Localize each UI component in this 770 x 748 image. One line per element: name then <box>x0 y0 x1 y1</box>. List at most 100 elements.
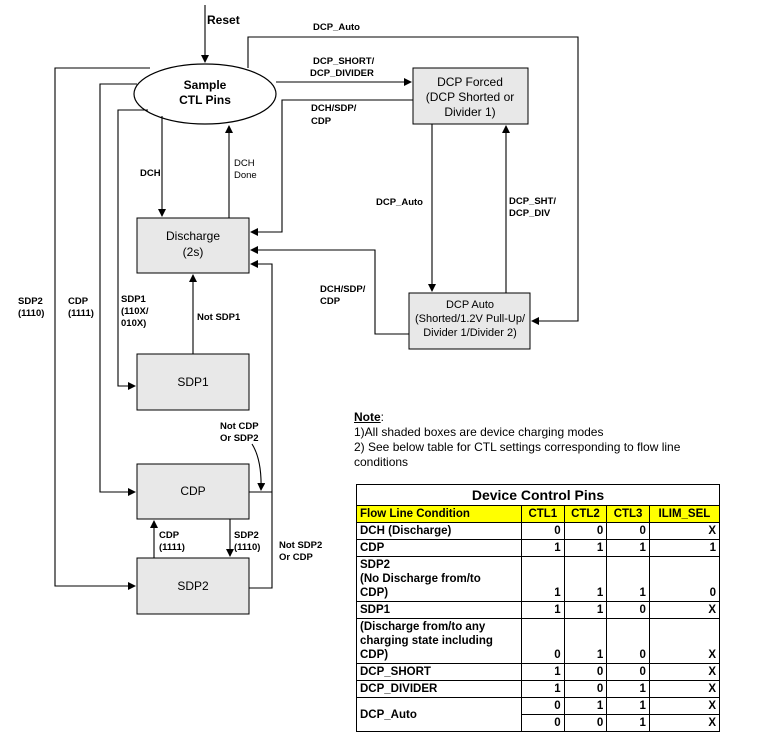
cell-ctl2: 1 <box>563 697 608 715</box>
table-row-sdp1-b: (Discharge from/to any charging state in… <box>356 618 721 664</box>
sdp2-label-3: CDP) <box>360 587 389 599</box>
edge-not-sdp2 <box>249 260 273 589</box>
label-dcp-short-1: DCP_SHORT/ <box>313 56 375 67</box>
cell-label: DCH (Discharge) <box>356 522 522 540</box>
sdp1-label: SDP1 <box>177 375 209 389</box>
cell-label: DCP_Auto <box>356 697 522 732</box>
label-dch-sdp-cdp-1: DCH/SDP/ <box>311 103 357 114</box>
label-not-sdp2-2: Or CDP <box>279 552 313 563</box>
label-sdp2-left-1: SDP2 <box>18 296 43 307</box>
sdp2-label-1: SDP2 <box>360 559 391 571</box>
edge-sdp1-left <box>117 109 148 390</box>
label-dch-sdp-cdp2-1: DCH/SDP/ <box>320 284 366 295</box>
dcp-forced-line1: DCP Forced <box>437 75 503 89</box>
cell-ctl3: 1 <box>606 539 650 557</box>
label-dcp-sht-1: DCP_SHT/ <box>509 196 556 207</box>
cell-ctl2: 1 <box>563 601 608 619</box>
cell-ctl2: 1 <box>563 539 608 557</box>
cell-label: SDP2 (No Discharge from/to CDP) <box>356 556 522 602</box>
table-row-sdp1-a: SDP1 1 1 0 X <box>356 601 721 619</box>
sample-ctl-pins-node <box>133 63 277 125</box>
label-not-cdp-1: Not CDP <box>220 421 259 432</box>
sdp2-label: SDP2 <box>177 579 209 593</box>
cell-ctl3: 1 <box>606 680 650 698</box>
label-sdp1-left-3: 010X) <box>121 318 146 329</box>
label-sdp1-left-2: (110X/ <box>121 306 149 317</box>
label-reset: Reset <box>207 13 240 27</box>
device-control-pins-table: Device Control Pins Flow Line Condition … <box>356 484 721 732</box>
cell-ctl3: 1 <box>606 714 650 732</box>
label-sdp2-left-2: (1110) <box>18 308 44 319</box>
label-dcp-auto-top: DCP_Auto <box>313 22 360 33</box>
cell-ctl1: 1 <box>521 601 565 619</box>
edge-dcp-forced-to-discharge <box>250 99 413 236</box>
table-row-dcp-short: DCP_SHORT 1 0 0 X <box>356 663 721 681</box>
cell-ilim: 1 <box>648 539 721 557</box>
label-dch-done-2: Done <box>234 170 257 181</box>
label-sdp2-down-1: SDP2 <box>234 530 259 541</box>
cell-ctl1: 0 <box>521 697 565 715</box>
edge-cdp-left <box>99 83 137 496</box>
header-ilim-sel: ILIM_SEL <box>648 505 721 523</box>
sdp1-label-4: CDP) <box>360 649 389 661</box>
header-ctl1: CTL1 <box>521 505 565 523</box>
cell-ctl1: 1 <box>521 539 565 557</box>
dcp-auto-node <box>408 292 531 350</box>
dcp-forced-node <box>412 67 529 125</box>
cell-ctl1: 1 <box>521 556 565 602</box>
header-ctl3: CTL3 <box>606 505 650 523</box>
table-row-dcp-auto-b: 0 0 1 X <box>357 714 721 732</box>
cell-ctl1: 0 <box>521 618 565 664</box>
cell-ctl1: 1 <box>521 663 565 681</box>
cell-ctl1: 1 <box>521 680 565 698</box>
table-title: Device Control Pins <box>356 484 720 506</box>
discharge-node <box>136 217 250 274</box>
cell-label: DCP_SHORT <box>356 663 522 681</box>
cell-ctl1: 0 <box>521 714 565 732</box>
note-line2: 2) See below table for CTL settings corr… <box>354 440 681 469</box>
label-dcp-sht-2: DCP_DIV <box>509 208 551 219</box>
label-not-sdp1: Not SDP1 <box>197 312 241 323</box>
edge-dcp-auto-to-discharge <box>250 246 409 335</box>
label-dch-sdp-cdp2-2: CDP <box>320 296 341 307</box>
table-row-dcp-auto-a: DCP_Auto 0 1 1 X <box>356 697 721 732</box>
label-sdp2-down-2: (1110) <box>234 542 260 553</box>
note-block: Note: 1)All shaded boxes are device char… <box>354 410 681 469</box>
cell-ilim: X <box>648 618 721 664</box>
table-row-sdp2: SDP2 (No Discharge from/to CDP) 1 1 1 0 <box>356 556 721 602</box>
dcp-forced-line2: (DCP Shorted or <box>426 90 514 104</box>
cell-ilim: X <box>648 663 721 681</box>
sdp1-label-2: (Discharge from/to any <box>360 621 486 633</box>
cell-label: (Discharge from/to any charging state in… <box>356 618 522 664</box>
dcp-auto-line2: (Shorted/1.2V Pull-Up/ <box>415 313 526 325</box>
cell-ilim: 0 <box>648 556 721 602</box>
cell-ctl2: 0 <box>563 680 608 698</box>
cell-ctl3: 1 <box>606 556 650 602</box>
cell-ilim: X <box>648 714 721 732</box>
label-cdp-up-2: (1111) <box>159 542 185 553</box>
label-not-sdp2-1: Not SDP2 <box>279 540 322 551</box>
header-ctl2: CTL2 <box>563 505 608 523</box>
note-title: Note <box>354 410 381 424</box>
edge-dcp-auto-top <box>247 36 579 325</box>
cell-ctl2: 1 <box>563 556 608 602</box>
label-dch: DCH <box>140 168 161 179</box>
table-header-row: Flow Line Condition CTL1 CTL2 CTL3 ILIM_… <box>356 505 721 523</box>
cell-ilim: X <box>648 522 721 540</box>
dcp-auto-line3: Divider 1/Divider 2) <box>423 327 517 339</box>
cell-label: SDP1 <box>356 601 522 619</box>
cell-ctl2: 1 <box>563 618 608 664</box>
discharge-line2: (2s) <box>183 245 204 259</box>
cell-ctl3: 0 <box>606 601 650 619</box>
label-cdp-left-1: CDP <box>68 296 89 307</box>
cell-ctl3: 0 <box>606 618 650 664</box>
cell-label: CDP <box>356 539 522 557</box>
cell-ctl3: 0 <box>606 522 650 540</box>
cdp-label: CDP <box>180 484 205 498</box>
cell-ilim: X <box>648 697 721 715</box>
cell-ctl3: 1 <box>606 697 650 715</box>
sdp2-node <box>136 557 250 615</box>
edge-sdp2-left <box>54 67 150 590</box>
sdp1-label-3: charging state including <box>360 635 493 647</box>
